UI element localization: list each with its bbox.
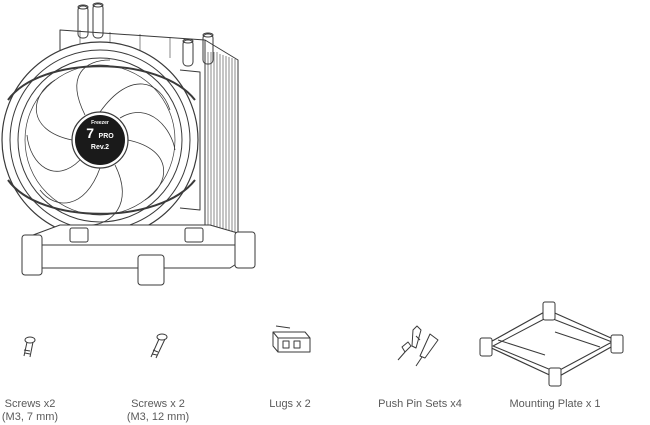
mounting-plate-drawing bbox=[479, 301, 624, 387]
lugs-drawing bbox=[272, 325, 311, 353]
screw-12mm-drawing bbox=[150, 333, 168, 359]
screw-7mm-drawing bbox=[23, 336, 36, 358]
label-line1: Screws x2 bbox=[4, 398, 56, 410]
label-line1: Push Pin Sets x4 bbox=[378, 398, 462, 410]
badge-line4: Rev.2 bbox=[90, 144, 110, 151]
push-pins-drawing bbox=[397, 325, 439, 367]
label-line1: Screws x 2 bbox=[131, 398, 185, 410]
cpu-cooler-drawing bbox=[1, 2, 256, 286]
label-lugs: Lugs x 2 bbox=[255, 398, 325, 411]
fan-badge: Freezer 7 PRO Rev.2 bbox=[78, 120, 122, 152]
cooler-base bbox=[21, 224, 256, 286]
label-screws-7mm: Screws x2 (M3, 7 mm) bbox=[0, 398, 60, 424]
fan bbox=[1, 41, 201, 239]
label-push-pin-sets: Push Pin Sets x4 bbox=[365, 398, 475, 411]
label-mounting-plate: Mounting Plate x 1 bbox=[495, 398, 615, 411]
badge-line3: PRO bbox=[98, 133, 114, 140]
label-screws-12mm: Screws x 2 (M3, 12 mm) bbox=[118, 398, 198, 424]
badge-line1: Freezer bbox=[91, 120, 109, 126]
label-line1: Lugs x 2 bbox=[269, 398, 311, 410]
label-line2: (M3, 7 mm) bbox=[1, 411, 59, 423]
label-line1: Mounting Plate x 1 bbox=[509, 398, 601, 410]
badge-line2: 7 bbox=[86, 125, 95, 141]
fin-stack bbox=[59, 29, 239, 251]
label-line2: (M3, 12 mm) bbox=[126, 411, 190, 423]
